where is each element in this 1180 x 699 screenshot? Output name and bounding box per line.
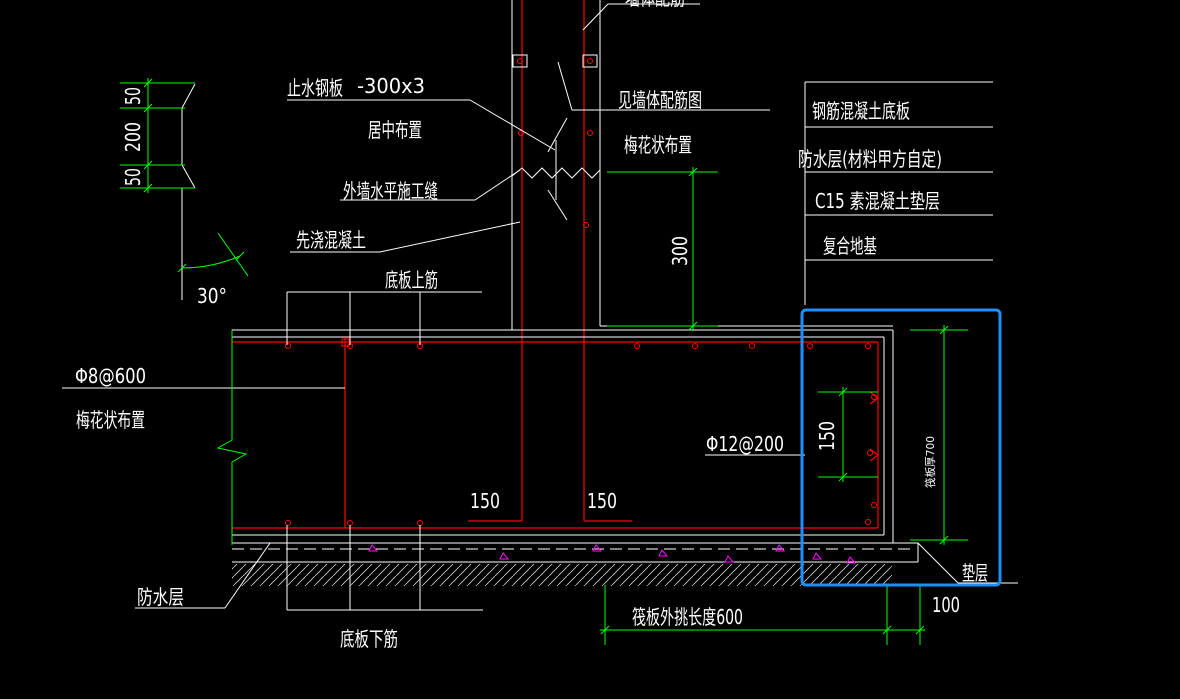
overhang-dimension — [600, 585, 925, 645]
hook-right-label: 150 — [587, 489, 617, 513]
plate-top-dim: 50 — [121, 87, 145, 105]
slab-rebar — [232, 338, 879, 529]
cushion-layer — [232, 542, 919, 564]
joint-label: 外墙水平施工缝 — [343, 179, 438, 203]
construction-joint — [511, 167, 601, 179]
selection-box[interactable] — [800, 308, 1002, 587]
plate-bottom-dim: 50 — [121, 168, 145, 186]
legend-item: C15 素混凝土垫层 — [815, 189, 940, 213]
wall-height-dim: 300 — [668, 236, 692, 266]
legend-item: 防水层(材料甲方自定) — [798, 147, 942, 171]
waterproof-label: 防水层 — [137, 585, 184, 609]
wall-layout-label: 梅花状布置 — [624, 133, 692, 157]
plate-profile — [120, 78, 196, 193]
cushion-label: 垫层 — [962, 561, 988, 585]
tie-spec-label: Φ8@600 — [75, 364, 146, 388]
edge-spacing-dim: 150 — [815, 421, 839, 451]
slab-break-line — [216, 330, 248, 545]
layer-legend: 钢筋混凝土底板 防水层(材料甲方自定) C15 素混凝土垫层 复合地基 — [798, 81, 993, 305]
legend-item: 复合地基 — [823, 234, 877, 258]
cushion-ext-label: 100 — [932, 593, 960, 617]
ground-hatch — [232, 564, 892, 586]
hook-left-label: 150 — [470, 489, 500, 513]
see-wall-label: 见墙体配筋图 — [618, 88, 702, 112]
bottom-rebar-label: 底板下筋 — [340, 627, 398, 651]
precast-label: 先浇混凝土 — [296, 228, 366, 252]
waterstop-position-label: 居中布置 — [368, 118, 422, 142]
dimension-texts: 50 200 50 300 150 筏板厚700 — [121, 87, 937, 488]
waterstop-size-label: -300x3 — [357, 74, 425, 98]
wall-height-dimension — [607, 167, 718, 331]
edge-spacing-dimension — [818, 387, 878, 482]
annotation-labels: 墙体配筋 止水钢板 -300x3 居中布置 见墙体配筋图 梅花状布置 外墙水平施… — [75, 0, 988, 651]
angle-dimension — [177, 232, 249, 277]
waterstop-plate — [547, 117, 568, 221]
plate-mid-dim: 200 — [121, 122, 145, 152]
tie-layout-label: 梅花状布置 — [76, 408, 145, 432]
slab-thickness-dim: 筏板厚700 — [923, 436, 937, 488]
slab-thickness-dimension — [910, 325, 968, 545]
angle-label: 30° — [197, 284, 227, 308]
legend-item: 钢筋混凝土底板 — [812, 99, 910, 123]
waterstop-label: 止水钢板 — [287, 76, 343, 100]
raft-slab — [232, 329, 894, 544]
edge-rebar-label: Φ12@200 — [706, 432, 784, 456]
leader-lines — [62, 3, 1018, 611]
overhang-label: 筏板外挑长度600 — [632, 605, 743, 629]
top-cut-label: 墙体配筋 — [625, 0, 685, 10]
top-rebar-label: 底板上筋 — [385, 268, 438, 292]
